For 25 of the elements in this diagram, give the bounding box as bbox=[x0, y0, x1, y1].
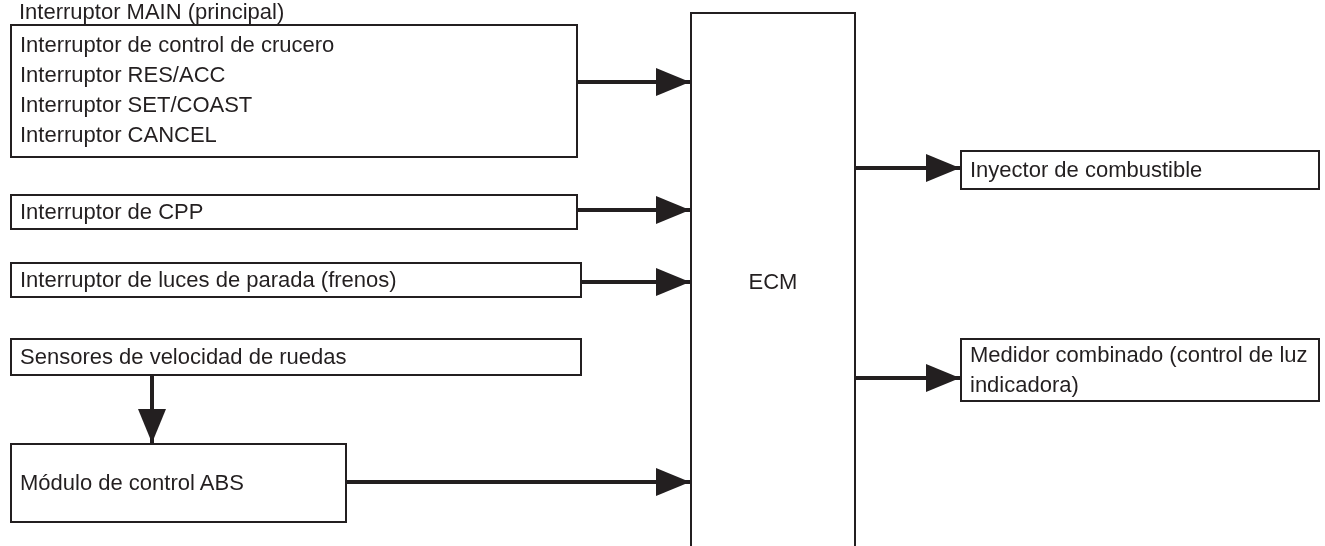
component-box bbox=[10, 262, 582, 298]
arrow bbox=[578, 196, 690, 224]
box-label: ECM bbox=[748, 268, 798, 296]
switch-label: Interruptor SET/COAST bbox=[20, 91, 253, 119]
switch-label: Interruptor de control de crucero bbox=[20, 31, 335, 59]
ecm-box bbox=[690, 12, 856, 546]
component-box bbox=[10, 338, 582, 376]
box-label: Interruptor de CPP bbox=[20, 198, 204, 226]
component-box bbox=[10, 194, 578, 230]
component-box bbox=[960, 150, 1320, 190]
heading-label: Interruptor MAIN (principal) bbox=[18, 0, 286, 24]
box-label: Inyector de combustible bbox=[970, 156, 1203, 184]
arrow bbox=[578, 68, 690, 96]
switch-label: Interruptor CANCEL bbox=[20, 121, 217, 149]
arrow bbox=[138, 376, 166, 443]
arrow bbox=[856, 154, 960, 182]
switch-label: Interruptor RES/ACC bbox=[20, 61, 226, 89]
box-label: Módulo de control ABS bbox=[20, 469, 244, 497]
box-label: Medidor combinado (control de luz indicadora) bbox=[970, 341, 1309, 399]
box-label: Interruptor de luces de parada (frenos) bbox=[20, 266, 397, 294]
component-box bbox=[10, 443, 347, 523]
arrow bbox=[347, 468, 690, 496]
box-label: Sensores de velocidad de ruedas bbox=[20, 343, 347, 371]
arrow bbox=[582, 268, 690, 296]
arrow bbox=[856, 364, 960, 392]
